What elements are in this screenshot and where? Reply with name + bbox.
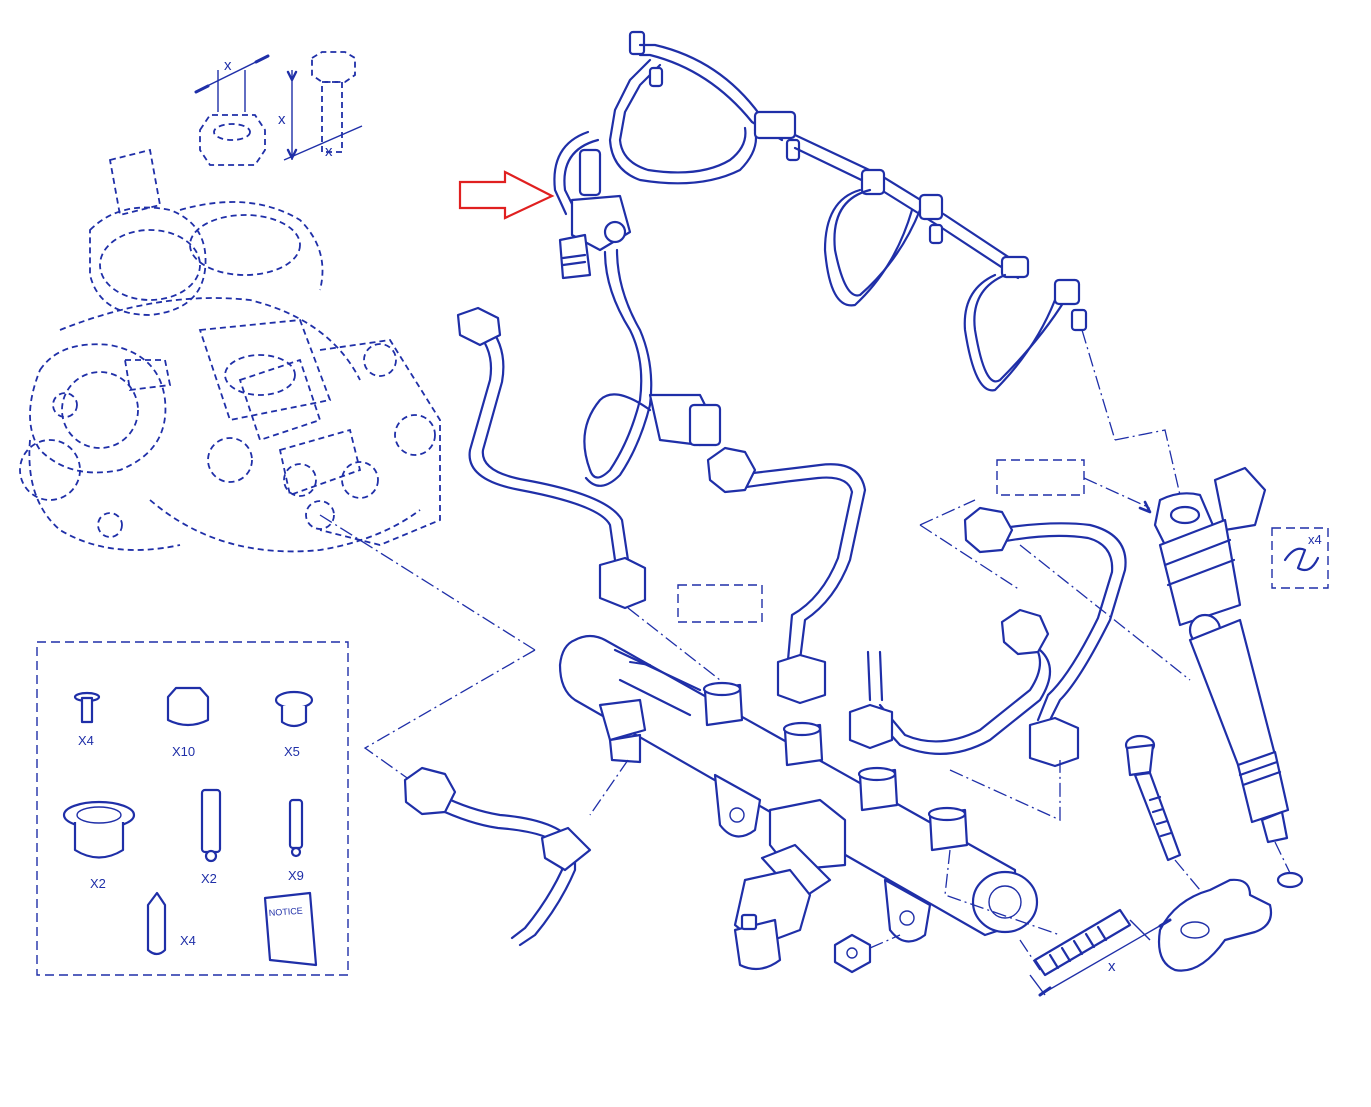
injector-leader [919,499,1191,681]
clip-qty-label: x4 [1308,532,1322,547]
kit-item-cap: X10 [166,686,210,759]
clamp-leader [1174,859,1201,891]
kit-item-qty: X10 [172,744,195,759]
rail-leader-4 [944,849,1061,936]
bolt-width-label: x [325,143,333,160]
bolt-length-label: x [278,111,286,128]
highlight-arrow-icon [458,170,555,220]
kit-contents-box: X4 X10 X5 X2 X2 X9 [36,641,349,976]
kit-item-pin: X4 [73,691,101,748]
stud-length-label: x [1108,958,1116,975]
clamp-bolt [1124,734,1182,862]
stud: x [1029,908,1172,997]
stud-leader [1019,939,1041,971]
kit-item-sleeve: X2 [200,788,222,886]
kit-item-grease-tube: X4 [146,891,196,956]
rail-leader-2 [627,607,721,681]
ref-box-injector [996,459,1085,496]
rail-leader-3 [949,760,1061,822]
kit-item-plug: X5 [274,690,314,759]
pipe-rail-to-injector-4 [403,766,592,947]
bolt-dimension-detail: x x [278,51,363,161]
pump-to-pipe-line [319,514,536,651]
return-line-harness [553,30,1088,487]
kit-item-qty: X4 [78,733,94,748]
notice-booklet: NOTICE [263,891,318,967]
pressure-sensor [733,843,872,974]
fuel-rail [558,634,1039,943]
harness-leader-2 [1114,429,1181,496]
pipe-rail-to-injector-2 [963,506,1127,768]
kit-item-qty: X9 [288,868,304,883]
rail-leader-1 [589,759,629,816]
harness-leader [1081,329,1116,441]
kit-item-cup: X2 [62,800,136,891]
ref-box-rail [677,584,763,623]
kit-item-qty: X2 [90,876,106,891]
pipe-pump-to-rail [456,306,647,610]
injector [919,459,1304,889]
sensor-leader [869,934,901,949]
injector-clamp [1157,878,1273,972]
kit-item-qty: X4 [180,933,196,948]
notice-label: NOTICE [268,906,303,918]
kit-item-qty: X2 [201,871,217,886]
pipe-rail-to-injector-3 [848,608,1052,755]
pump-pipe-leader [363,649,536,781]
high-pressure-pump [19,148,441,553]
kit-item-qty: X5 [284,744,300,759]
spring-clip: x4 [1271,527,1329,589]
nut-dimension-detail: x [194,54,270,166]
pipe-rail-to-injector-1 [706,446,867,705]
nut-width-label: x [224,57,232,74]
kit-item-small-sleeve: X9 [288,798,304,883]
